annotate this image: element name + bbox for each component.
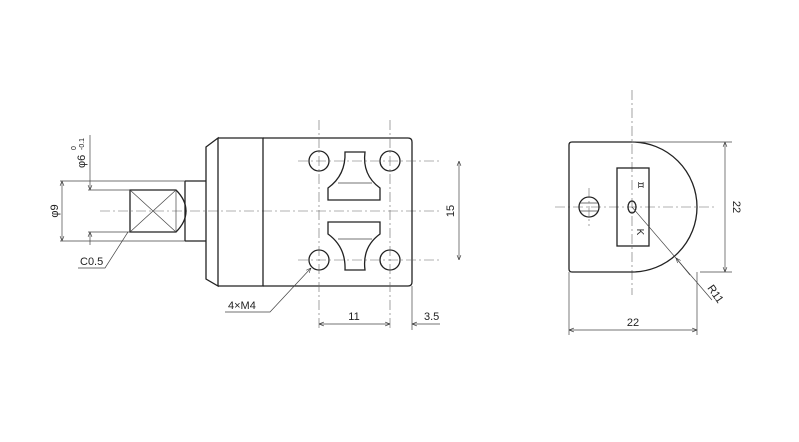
dim-tip-dia: φ6 (76, 155, 88, 168)
side-view: ㅍ K 22 22 R11 (555, 90, 742, 335)
svg-text:ㅍ: ㅍ (634, 180, 645, 189)
slot-upper (327, 151, 381, 201)
dim-tip-tol-lower: -0.1 (79, 138, 86, 150)
radius-leader (631, 206, 713, 301)
dim-hole-pitch-h: 11 (348, 311, 359, 323)
dim-shaft-dia: φ9 (49, 204, 61, 217)
front-view: φ9 φ6 0 -0.1 C0.5 4×M4 11 3.5 15 (49, 120, 459, 330)
slot-lower (327, 221, 381, 271)
dim-width: 22 (627, 317, 639, 329)
square-block (263, 137, 413, 287)
label-plate (616, 167, 650, 247)
shaft-outline (184, 180, 206, 242)
side-outline (568, 141, 698, 273)
svg-text:K: K (634, 229, 645, 236)
center-hole (627, 200, 637, 214)
shaft-tip (129, 189, 187, 233)
cylinder-body (218, 137, 264, 287)
chamfer-leader (78, 231, 129, 269)
dim-height: 22 (730, 201, 742, 213)
radius-label: R11 (705, 283, 726, 306)
dim-hole-pitch-v: 15 (445, 205, 457, 217)
dim-tip-tol-upper: 0 (71, 146, 78, 150)
dim-edge-offset: 3.5 (424, 311, 439, 323)
chamfer-label: C0.5 (80, 256, 103, 268)
tapped-holes-label: 4×M4 (228, 300, 256, 312)
holes-leader (225, 268, 311, 313)
collar (205, 136, 219, 288)
